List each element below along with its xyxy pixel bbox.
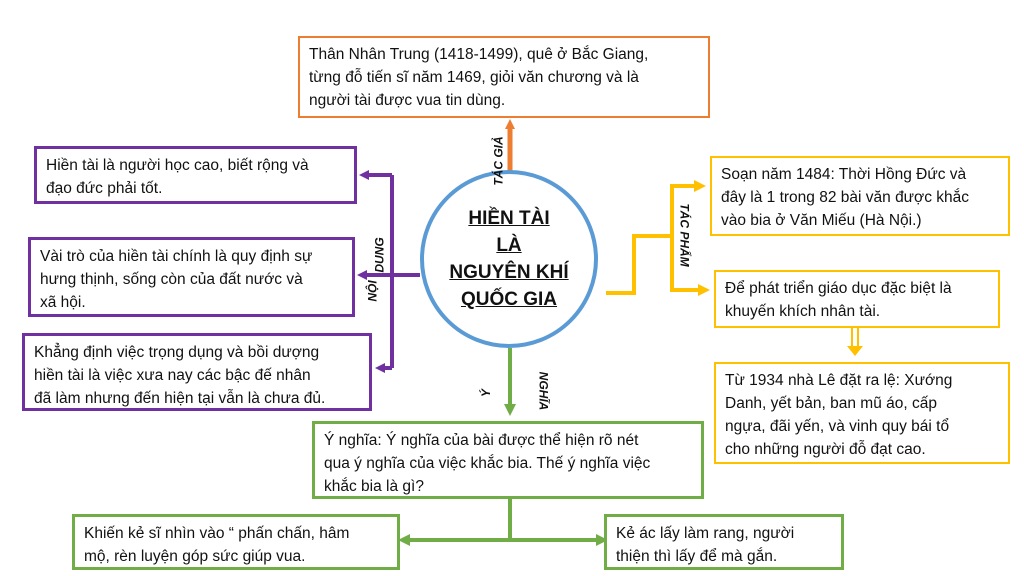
meaning-child-text-line: thiện thì lấy để mà gắn.: [616, 548, 778, 565]
central-topic-line: NGUYÊN KHÍ: [449, 262, 569, 283]
author-text-line: người tài được vua tin dùng.: [309, 92, 506, 109]
content-connector: [357, 170, 420, 373]
meaning-child-warning: Kẻ ác lấy làm rang, người thiện thì lấy …: [604, 514, 844, 570]
work-text-line: khuyến khích nhân tài.: [725, 303, 881, 320]
content-box-role: Vài trò của hiền tài chính là quy định s…: [28, 237, 355, 317]
central-topic-line: LÀ: [496, 235, 522, 256]
meaning-box: Ý nghĩa: Ý nghĩa của bài được thể hiện r…: [312, 421, 704, 499]
content-text-line: đã làm nhưng đến hiện tại vẫn là chưa đủ…: [34, 390, 326, 407]
work-text-line: vào bia ở Văn Miếu (Hà Nội.): [721, 212, 922, 229]
content-text-line: đạo đức phải tốt.: [46, 180, 163, 197]
content-text-line: hưng thịnh, sống còn của đất nước và: [40, 271, 303, 288]
content-text-line: Vài trò của hiền tài chính là quy định s…: [40, 248, 313, 265]
work-text-line: Để phát triển giáo dục đặc biệt là: [725, 280, 952, 297]
content-box-affirm: Khẳng định việc trọng dụng và bồi dượng …: [22, 333, 372, 411]
content-label-1: NỘI: [365, 280, 380, 302]
work-text-line: đây là 1 trong 82 bài văn được khắc: [721, 189, 970, 206]
work-text-line: Danh, yết bản, ban mũ áo, cấp: [725, 395, 937, 412]
meaning-child-scholars: Khiến kẻ sĩ nhìn vào “ phấn chấn, hâm mộ…: [72, 514, 400, 570]
content-box-definition: Hiền tài là người học cao, biết rộng và …: [34, 146, 357, 204]
content-text-line: Khẳng định việc trọng dụng và bồi dượng: [34, 344, 320, 361]
meaning-text-line: Ý nghĩa: Ý nghĩa của bài được thể hiện r…: [324, 432, 639, 449]
work-text-line: Soạn năm 1484: Thời Hồng Đức và: [721, 166, 967, 183]
author-box: Thân Nhân Trung (1418-1499), quê ở Bắc G…: [298, 36, 710, 118]
meaning-connector: [398, 348, 608, 546]
meaning-label-2: NGHĨA: [536, 371, 551, 411]
content-text-line: Hiền tài là người học cao, biết rộng và: [46, 157, 309, 174]
central-topic-line: QUỐC GIA: [460, 289, 558, 310]
content-text-line: xã hội.: [40, 294, 86, 311]
meaning-text-line: qua ý nghĩa của việc khắc bia. Thế ý ngh…: [324, 455, 651, 472]
work-text-line: cho những người đỗ đạt cao.: [725, 441, 926, 458]
meaning-child-text-line: mộ, rèn luyện góp sức giúp vua.: [84, 548, 306, 565]
work-connector: [606, 180, 863, 356]
author-text-line: Thân Nhân Trung (1418-1499), quê ở Bắc G…: [309, 46, 649, 63]
work-text-line: Từ 1934 nhà Lê đặt ra lệ: Xướng: [725, 372, 953, 389]
meaning-label-1: Ý: [479, 388, 494, 398]
work-box-purpose: Để phát triển giáo dục đặc biệt là khuyế…: [714, 270, 1000, 328]
content-label-2: DUNG: [372, 237, 387, 273]
central-topic-line: HIỀN TÀI: [468, 208, 550, 229]
work-text-line: ngựa, đãi yến, và vinh quy bái tổ: [725, 418, 950, 435]
content-text-line: hiền tài là việc xưa nay các bậc đế nhân: [34, 367, 311, 384]
meaning-child-text-line: Kẻ ác lấy làm rang, người: [616, 525, 795, 542]
central-topic: HIỀN TÀI LÀ NGUYÊN KHÍ QUỐC GIA: [420, 170, 598, 348]
work-box-tradition: Từ 1934 nhà Lê đặt ra lệ: Xướng Danh, yế…: [714, 362, 1010, 464]
author-label: TÁC GIẢ: [491, 136, 506, 186]
work-box-composed: Soạn năm 1484: Thời Hồng Đức và đây là 1…: [710, 156, 1010, 236]
work-label: TÁC PHẨM: [677, 203, 692, 267]
author-text-line: từng đỗ tiến sĩ năm 1469, giỏi văn chươn…: [309, 69, 639, 86]
meaning-child-text-line: Khiến kẻ sĩ nhìn vào “ phấn chấn, hâm: [84, 525, 350, 542]
meaning-text-line: khắc bia là gì?: [324, 478, 424, 495]
